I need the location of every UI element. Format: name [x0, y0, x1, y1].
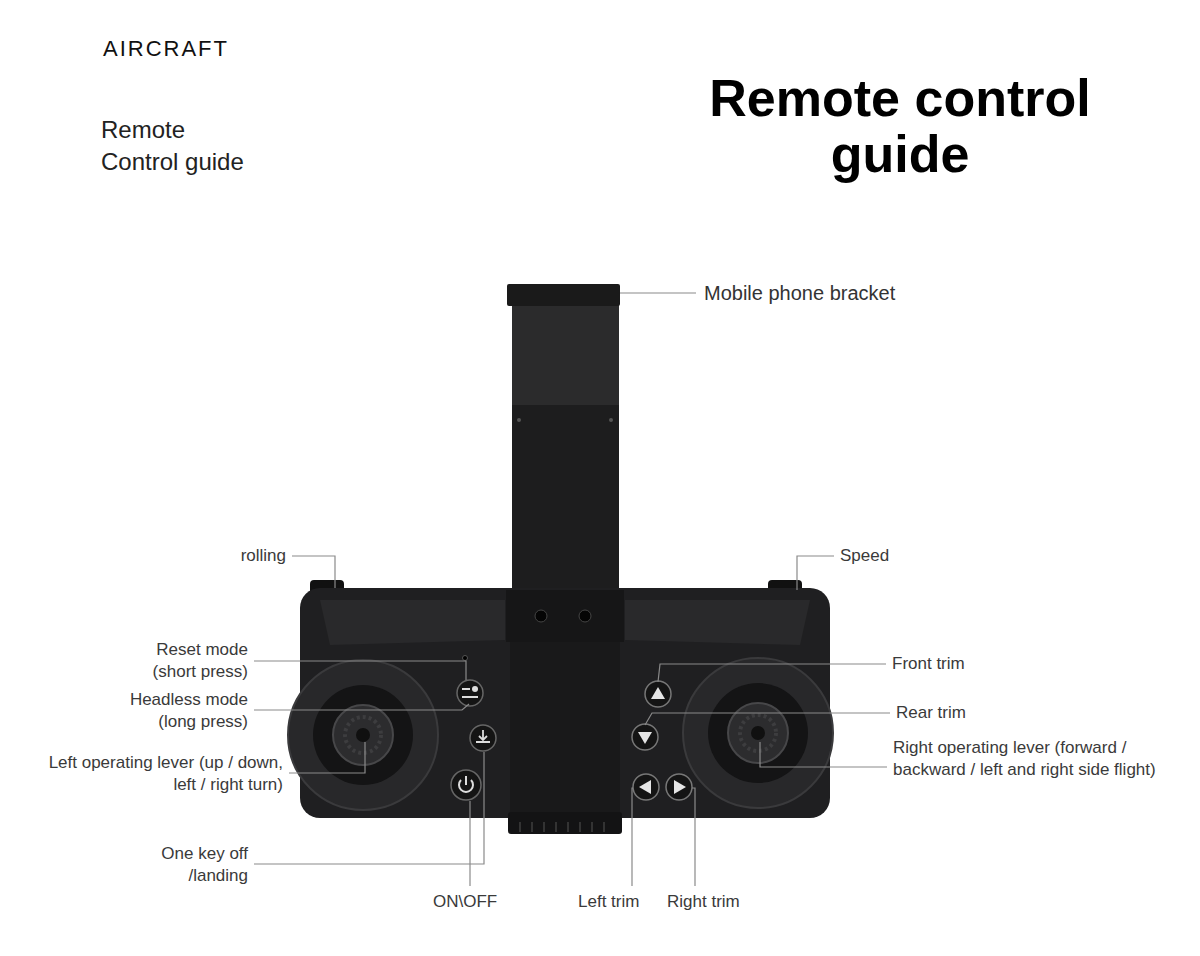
bracket-cap [507, 284, 620, 306]
left-trim-button [633, 774, 659, 800]
center-plate [510, 642, 620, 812]
part-label: One key off /landing [138, 843, 248, 887]
bracket-arm [512, 300, 619, 595]
indicator-led [463, 656, 468, 661]
part-label: Rear trim [896, 702, 966, 724]
landing-button [470, 725, 496, 751]
body-facet [625, 600, 810, 645]
part-label: Headless mode (long press) [113, 689, 248, 733]
reset-button [457, 680, 483, 706]
body-bottom [508, 812, 622, 834]
screw-hole [535, 610, 547, 622]
brand-logo: AIRCRAFT [103, 38, 229, 60]
part-label: Front trim [892, 653, 965, 675]
part-label: rolling [241, 545, 286, 567]
bracket-dot [609, 418, 613, 422]
part-label: Left operating lever (up / down, left / … [43, 752, 283, 796]
page-title: Remote control guide [680, 70, 1120, 182]
part-label: Reset mode (short press) [113, 639, 248, 683]
part-label: Right trim [667, 891, 740, 913]
power-button [451, 770, 481, 800]
left-stick [288, 660, 438, 810]
bracket-base [506, 590, 624, 642]
bracket-dot [517, 418, 521, 422]
part-label: Right operating lever (forward / backwar… [893, 737, 1158, 781]
rear-trim-button [632, 724, 658, 750]
part-label: Speed [840, 545, 889, 567]
bracket-slide [512, 405, 619, 595]
subtitle: Remote Control guide [101, 114, 261, 178]
part-label: Mobile phone bracket [704, 281, 895, 305]
right-stick [683, 658, 833, 808]
vents [520, 822, 604, 832]
body-facet [320, 600, 505, 645]
part-label: ON\OFF [433, 891, 497, 913]
leader-lines [254, 293, 890, 886]
part-label: Left trim [578, 891, 639, 913]
right-trim-button [666, 774, 692, 800]
screw-hole [579, 610, 591, 622]
front-trim-button [645, 681, 671, 707]
